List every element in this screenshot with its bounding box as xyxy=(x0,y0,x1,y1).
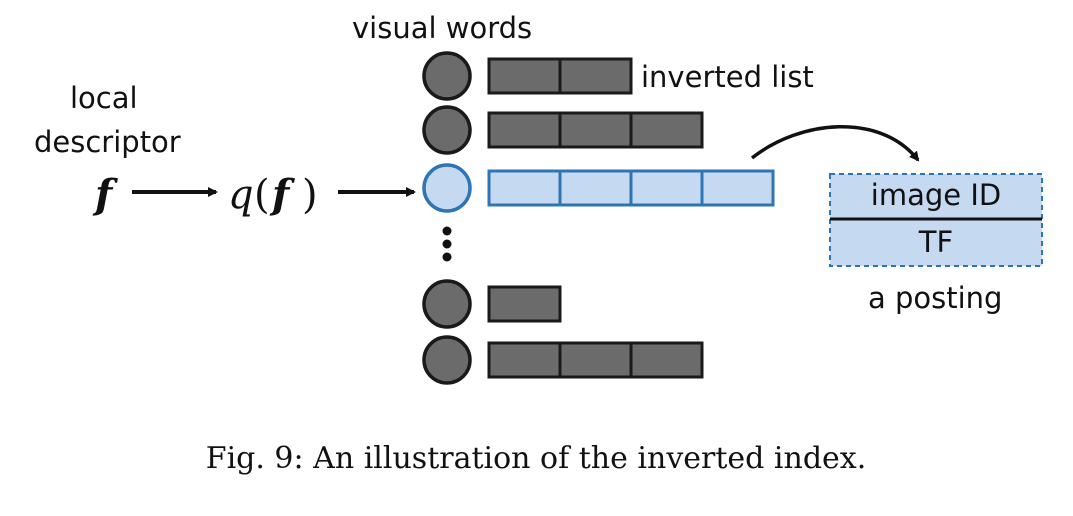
arrow-to-posting xyxy=(750,124,920,162)
posting-cell-highlighted xyxy=(487,169,562,207)
inverted-lists xyxy=(422,51,775,385)
visual-word-node xyxy=(422,105,472,155)
quantizer-close-paren: ) xyxy=(302,172,318,218)
posting-cell xyxy=(487,111,562,149)
posting-cell xyxy=(487,341,562,379)
local-descriptor-label-line2: descriptor xyxy=(34,125,181,159)
inverted-list-label: inverted list xyxy=(641,60,814,94)
posting-box: image ID TF xyxy=(829,173,1043,267)
posting-cell xyxy=(487,57,562,95)
posting-cell xyxy=(558,111,633,149)
posting-cell xyxy=(487,285,562,323)
posting-cell xyxy=(558,57,633,95)
posting-cell xyxy=(629,341,704,379)
descriptor-f: f xyxy=(92,171,118,218)
posting-cell-highlighted xyxy=(558,169,633,207)
local-descriptor-label-line1: local xyxy=(70,81,138,115)
quantizer-f: f xyxy=(269,171,295,218)
visual-words-label: visual words xyxy=(352,11,532,45)
ellipsis-dot xyxy=(442,252,452,262)
quantizer-q: q xyxy=(228,172,254,218)
posting-tf: TF xyxy=(918,225,953,259)
posting-cell-highlighted xyxy=(700,169,775,207)
posting-cell xyxy=(629,111,704,149)
posting-label: a posting xyxy=(868,281,1002,315)
posting-cell xyxy=(558,341,633,379)
visual-word-node xyxy=(422,335,472,385)
visual-word-node xyxy=(422,279,472,329)
ellipsis-dot xyxy=(442,226,452,236)
posting-cell-highlighted xyxy=(629,169,704,207)
quantizer-open-paren: ( xyxy=(254,172,270,218)
visual-word-node xyxy=(422,51,472,101)
ellipsis-dot xyxy=(442,239,452,249)
posting-image-id: image ID xyxy=(871,178,1001,212)
visual-word-node-highlighted xyxy=(422,163,472,213)
figure-caption: Fig. 9: An illustration of the inverted … xyxy=(206,441,867,476)
